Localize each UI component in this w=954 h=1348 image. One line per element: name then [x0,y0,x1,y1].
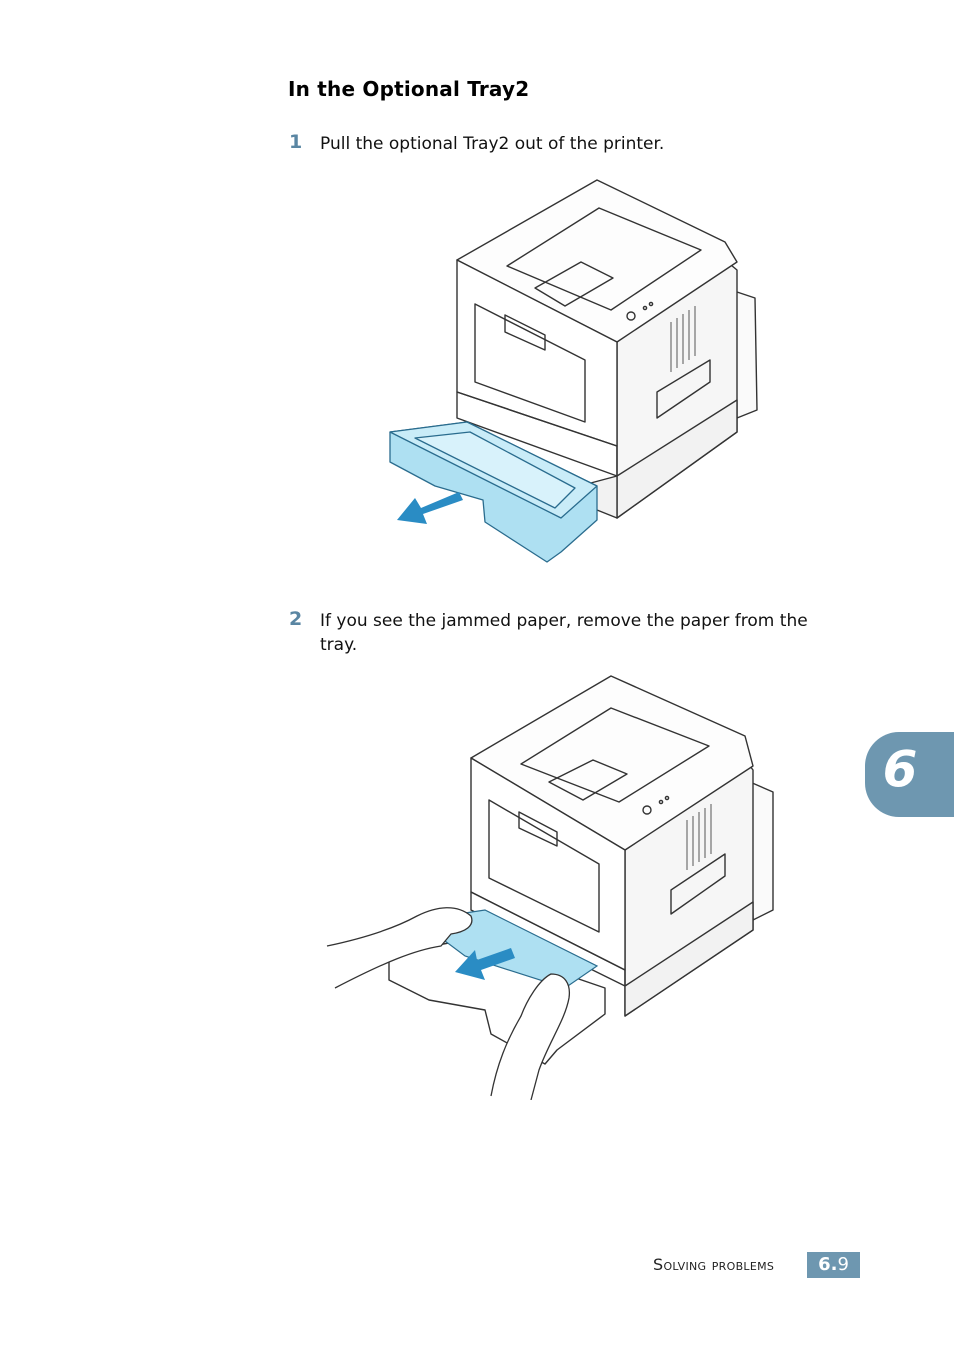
printer-tray-pulled-illustration [389,179,758,563]
chapter-tab: 6 [865,732,954,817]
page-number-badge: 6.9 [807,1252,860,1278]
page-number: 9 [837,1254,849,1275]
page-chapter: 6. [818,1254,838,1275]
step-1-number: 1 [289,131,303,153]
section-heading: In the Optional Tray2 [288,77,530,101]
footer-section-label: Solving problems [653,1255,775,1274]
jammed-paper-removal-illustration [326,675,774,1100]
chapter-tab-number: 6 [882,740,918,798]
step-2-text: If you see the jammed paper, remove the … [320,611,808,655]
step-1-text: Pull the optional Tray2 out of the print… [320,134,665,154]
step-2-number: 2 [289,608,303,630]
